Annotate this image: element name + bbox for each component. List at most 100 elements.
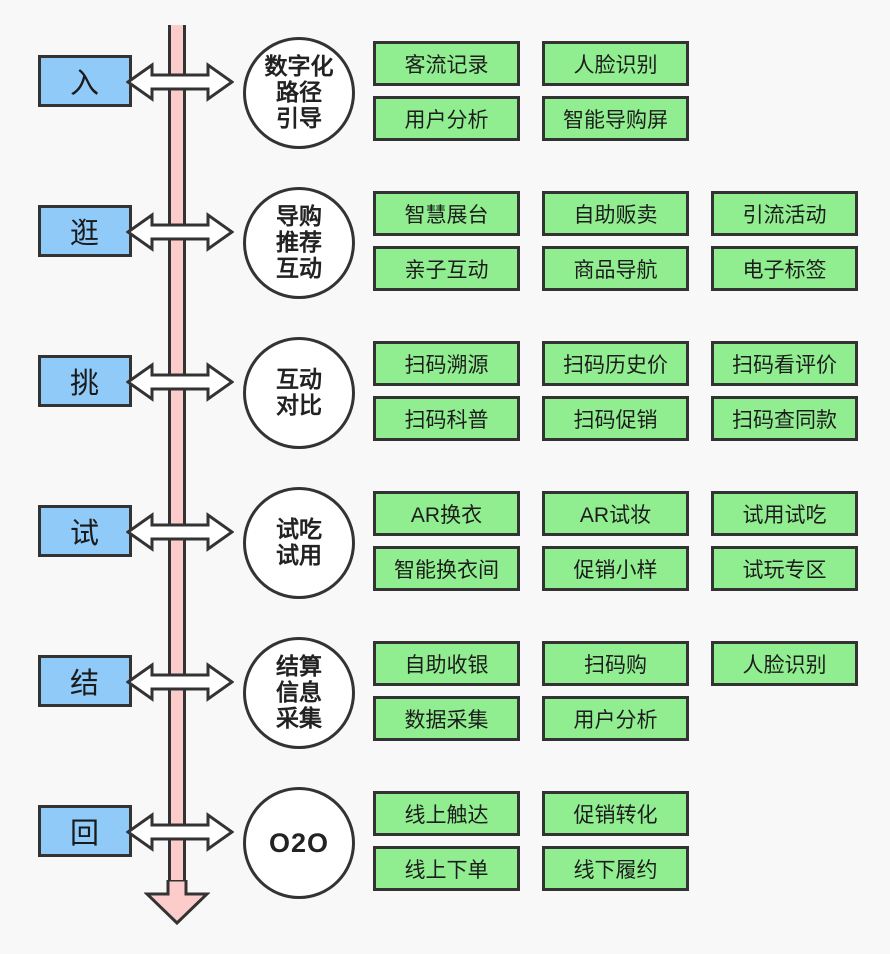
bidirectional-arrow-icon (125, 512, 235, 552)
capability-box[interactable]: 扫码促销 (542, 396, 689, 441)
journey-row-逛: 逛 导购推荐互动 智慧展台 自助贩卖 引流活动亲子互动 商品导航 电子标签 (0, 160, 890, 310)
capability-label: 亲子互动 (404, 258, 489, 282)
capability-box[interactable]: 扫码历史价 (542, 341, 689, 386)
capability-box[interactable]: 扫码购 (542, 641, 689, 686)
capability-label: 用户分析 (404, 108, 489, 132)
capability-label: 扫码促销 (573, 408, 658, 432)
stage-chip-2[interactable]: 挑 (38, 355, 132, 407)
capability-label: 试玩专区 (742, 558, 827, 582)
journey-row-入: 入 数字化路径引导 客流记录 人脸识别用户分析 智能导购屏 (0, 10, 890, 160)
theme-circle-5[interactable]: O2O (243, 787, 355, 899)
capability-label: 数据采集 (404, 708, 489, 732)
capability-label: AR换衣 (410, 503, 483, 527)
stage-chip-3[interactable]: 试 (38, 505, 132, 557)
spine-arrowhead-icon (143, 878, 211, 926)
theme-circle-2[interactable]: 互动对比 (243, 337, 355, 449)
theme-line: 结算 (276, 653, 322, 680)
capability-box[interactable]: 智能导购屏 (542, 96, 689, 141)
capability-label: 用户分析 (573, 708, 658, 732)
capability-label: 扫码溯源 (404, 353, 489, 377)
stage-chip-4[interactable]: 结 (38, 655, 132, 707)
capability-label: 智慧展台 (404, 203, 489, 227)
stage-label: 试 (69, 518, 100, 550)
capability-grid: 线上触达 促销转化线上下单 线下履约 (373, 791, 883, 891)
capability-box[interactable]: 促销转化 (542, 791, 689, 836)
theme-line: 对比 (276, 392, 322, 418)
capability-box[interactable]: 线上触达 (373, 791, 520, 836)
bidirectional-arrow-icon (125, 812, 235, 852)
capability-box[interactable]: 线下履约 (542, 846, 689, 891)
capability-box[interactable]: AR试妆 (542, 491, 689, 536)
stage-label: 入 (69, 68, 100, 100)
capability-box[interactable]: 扫码溯源 (373, 341, 520, 386)
capability-label: 促销小样 (573, 558, 658, 582)
capability-box[interactable]: 试玩专区 (711, 546, 858, 591)
bidirectional-arrow-icon (125, 212, 235, 252)
stage-label: 结 (69, 668, 100, 700)
capability-label: 扫码购 (584, 653, 647, 677)
theme-circle-0[interactable]: 数字化路径引导 (243, 37, 355, 149)
theme-line: 路径 (276, 79, 322, 106)
capability-label: 扫码查同款 (732, 408, 837, 432)
journey-row-试: 试 试吃试用 AR换衣 AR试妆 试用试吃智能换衣间 促销小样 试玩专区 (0, 460, 890, 610)
capability-label: 自助收银 (404, 653, 489, 677)
capability-box[interactable]: 人脸识别 (542, 41, 689, 86)
theme-line: 信息 (276, 679, 322, 706)
capability-label: 线下履约 (573, 858, 658, 882)
capability-grid: AR换衣 AR试妆 试用试吃智能换衣间 促销小样 试玩专区 (373, 491, 883, 591)
capability-box[interactable]: 亲子互动 (373, 246, 520, 291)
capability-label: 引流活动 (742, 203, 827, 227)
theme-line: 推荐 (276, 229, 322, 256)
capability-label: 自助贩卖 (573, 203, 658, 227)
capability-box[interactable]: 客流记录 (373, 41, 520, 86)
capability-label: 人脸识别 (573, 53, 658, 77)
stage-chip-1[interactable]: 逛 (38, 205, 132, 257)
stage-chip-5[interactable]: 回 (38, 805, 132, 857)
theme-circle-1[interactable]: 导购推荐互动 (243, 187, 355, 299)
capability-label: 线上触达 (404, 803, 489, 827)
capability-box[interactable]: 试用试吃 (711, 491, 858, 536)
theme-line: 采集 (276, 704, 322, 731)
capability-label: 线上下单 (404, 858, 489, 882)
capability-box[interactable]: 自助贩卖 (542, 191, 689, 236)
capability-box[interactable]: 扫码看评价 (711, 341, 858, 386)
capability-label: 电子标签 (742, 258, 827, 282)
capability-box[interactable]: 数据采集 (373, 696, 520, 741)
theme-line: O2O (268, 827, 330, 858)
bidirectional-arrow-icon (125, 362, 235, 402)
capability-grid: 客流记录 人脸识别用户分析 智能导购屏 (373, 41, 883, 141)
capability-box[interactable]: 促销小样 (542, 546, 689, 591)
capability-label: 扫码看评价 (732, 353, 837, 377)
journey-row-挑: 挑 互动对比 扫码溯源 扫码历史价 扫码看评价扫码科普 扫码促销 扫码查同款 (0, 310, 890, 460)
stage-label: 挑 (69, 368, 100, 400)
capability-box[interactable]: 用户分析 (373, 96, 520, 141)
capability-box[interactable]: 扫码科普 (373, 396, 520, 441)
capability-label: 人脸识别 (742, 653, 827, 677)
capability-box[interactable]: AR换衣 (373, 491, 520, 536)
journey-row-结: 结 结算信息采集 自助收银 扫码购 人脸识别数据采集 用户分析 (0, 610, 890, 760)
capability-box[interactable]: 扫码查同款 (711, 396, 858, 441)
capability-label: 促销转化 (573, 803, 658, 827)
capability-box[interactable]: 电子标签 (711, 246, 858, 291)
capability-label: 试用试吃 (742, 503, 827, 527)
capability-box[interactable]: 线上下单 (373, 846, 520, 891)
capability-label: 扫码历史价 (563, 353, 668, 377)
theme-circle-3[interactable]: 试吃试用 (243, 487, 355, 599)
capability-label: 扫码科普 (404, 408, 489, 432)
capability-box[interactable]: 引流活动 (711, 191, 858, 236)
capability-box[interactable]: 自助收银 (373, 641, 520, 686)
capability-box[interactable]: 用户分析 (542, 696, 689, 741)
capability-box[interactable]: 人脸识别 (711, 641, 858, 686)
stage-label: 逛 (69, 218, 100, 250)
capability-box[interactable]: 智能换衣间 (373, 546, 520, 591)
capability-box[interactable]: 智慧展台 (373, 191, 520, 236)
stage-chip-0[interactable]: 入 (38, 55, 132, 107)
capability-box[interactable]: 商品导航 (542, 246, 689, 291)
capability-label: 客流记录 (404, 53, 489, 77)
theme-circle-4[interactable]: 结算信息采集 (243, 637, 355, 749)
journey-row-回: 回 O2O 线上触达 促销转化线上下单 线下履约 (0, 760, 890, 910)
capability-grid: 自助收银 扫码购 人脸识别数据采集 用户分析 (373, 641, 883, 741)
theme-line: 数字化 (264, 53, 334, 80)
capability-grid: 智慧展台 自助贩卖 引流活动亲子互动 商品导航 电子标签 (373, 191, 883, 291)
